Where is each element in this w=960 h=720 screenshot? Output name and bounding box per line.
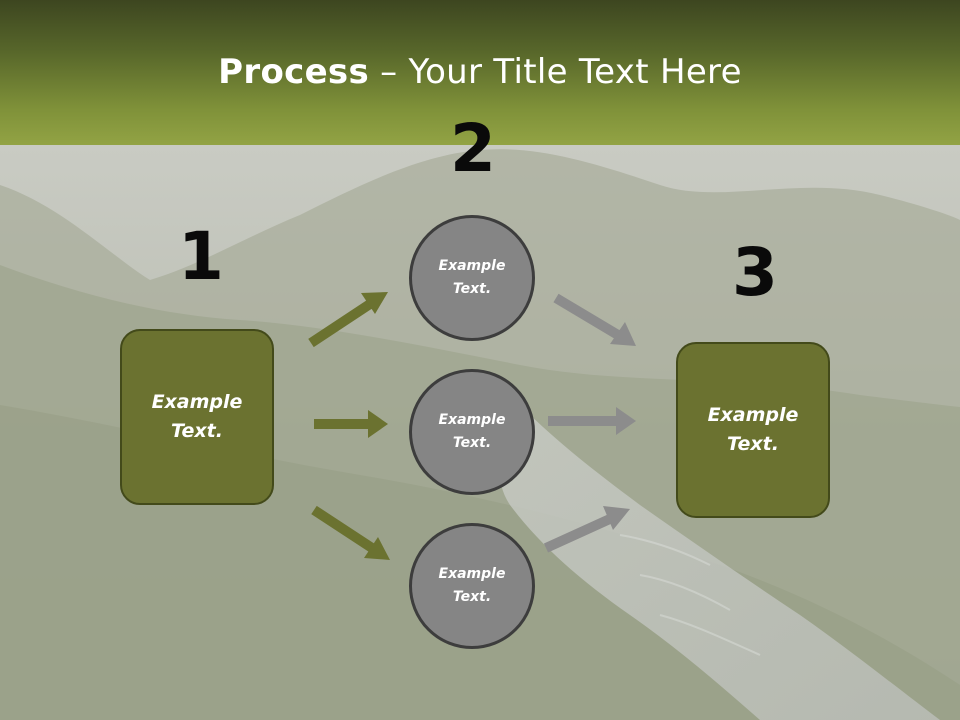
left-step-box: Example Text.: [120, 329, 274, 505]
circle-top: Example Text.: [409, 215, 535, 341]
right-box-label: Example Text.: [707, 404, 799, 455]
circle-top-label: Example Text.: [438, 258, 506, 297]
step-number-3: 3: [732, 234, 778, 311]
right-step-box: Example Text.: [676, 342, 830, 518]
circle-bottom-label: Example Text.: [438, 566, 506, 605]
circle-bottom: Example Text.: [409, 523, 535, 649]
circle-middle: Example Text.: [409, 369, 535, 495]
title-rest: – Your Title Text Here: [369, 52, 742, 92]
title-bar: [0, 0, 960, 145]
circle-middle-label: Example Text.: [438, 412, 506, 451]
slide-title: Process – Your Title Text Here: [0, 52, 960, 92]
step-number-2: 2: [450, 110, 496, 187]
title-bold: Process: [218, 52, 370, 92]
left-box-label: Example Text.: [151, 391, 243, 442]
step-number-1: 1: [178, 218, 224, 295]
